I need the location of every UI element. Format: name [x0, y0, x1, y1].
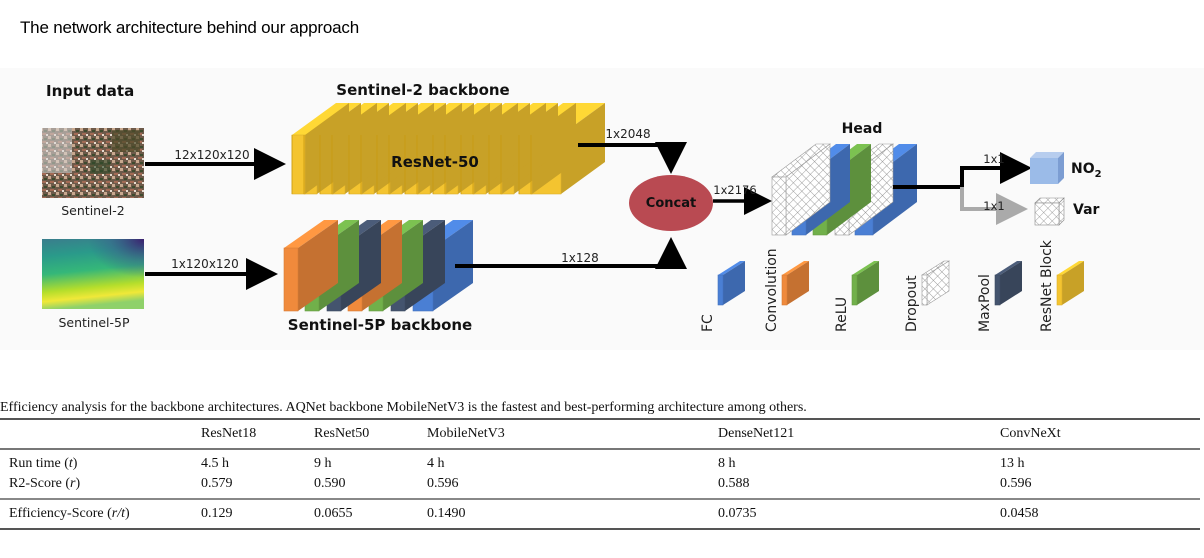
table-cell: 9 h: [314, 456, 332, 471]
sentinel-2-backbone-title: Sentinel-2 backbone: [336, 81, 509, 99]
efficiency-table: ResNet18 ResNet50 MobileNetV3 DenseNet12…: [0, 418, 1200, 530]
sentinel-5p-image: [42, 239, 144, 309]
table-cell: 0.588: [709, 473, 991, 500]
legend-swatch-maxpool: [994, 261, 1022, 306]
table-cell: 0.1490: [418, 499, 709, 530]
row-label-variable: r/t: [111, 506, 125, 521]
no2-label: NO2: [1071, 161, 1102, 180]
table-cell: 8 h: [718, 456, 736, 471]
sentinel-5p-backbone-title: Sentinel-5P backbone: [288, 316, 472, 334]
column-header: ResNet18: [192, 418, 305, 450]
sentinel-2-feature-arrow: [578, 142, 687, 174]
var-output-arrow: [960, 187, 1028, 225]
concat-output-dims: 1x2176: [713, 183, 756, 197]
legend-item: MaxPool: [977, 261, 1022, 332]
var-label: Var: [1073, 202, 1100, 218]
legend-item: ResNet Block: [1039, 239, 1084, 332]
page-title: The network architecture behind our appr…: [20, 18, 359, 37]
sentinel-2-dims-label: 12x120x120: [174, 148, 249, 162]
resnet-50-label: ResNet-50: [391, 153, 479, 171]
legend-swatch-fc: [717, 261, 745, 306]
legend-label: MaxPool: [977, 274, 993, 332]
sentinel-2-label: Sentinel-2: [61, 203, 124, 218]
legend-label: Dropout: [904, 275, 920, 332]
table-row: R2-Score (r) 0.579 0.590 0.596 0.588 0.5…: [0, 473, 1200, 500]
no2-label-main: NO: [1071, 161, 1095, 177]
table-header-row: ResNet18 ResNet50 MobileNetV3 DenseNet12…: [0, 418, 1200, 450]
legend-swatch-relu: [851, 261, 879, 306]
column-header: MobileNetV3: [418, 418, 709, 450]
row-label-text: R2-Score (: [9, 476, 71, 491]
resnet-block: [291, 103, 349, 195]
column-header-empty: [0, 418, 192, 450]
sentinel-2-feature-dims: 1x2048: [605, 127, 650, 141]
var-output-dims: 1x1: [983, 199, 1004, 213]
legend-item: FC: [700, 261, 745, 332]
no2-output-dims: 1x1: [983, 152, 1004, 166]
legend-label: ResNet Block: [1039, 239, 1055, 332]
no2-cube: [1030, 152, 1064, 184]
legend-swatch-convolution: [781, 261, 809, 306]
row-label-suffix: ): [72, 456, 78, 471]
dropout-layer: [771, 143, 831, 236]
no2-label-subscript: 2: [1095, 169, 1102, 180]
table-cell: 4.5 h: [201, 456, 229, 471]
table-cell: 0.0655: [305, 499, 418, 530]
sentinel-2-backbone-resnet-blocks: [291, 103, 605, 195]
convolution-layer: [283, 220, 338, 312]
table-cell: 0.596: [418, 473, 709, 500]
concat-node: [629, 175, 713, 231]
table-cell: 0.596: [991, 473, 1200, 500]
legend-swatch-resnet-block: [1056, 261, 1084, 306]
legend-item: Convolution: [764, 248, 809, 332]
legend-item: ReLU: [834, 261, 879, 332]
table-cell: 0.0458: [991, 499, 1200, 530]
head-layers: [771, 143, 917, 236]
row-label: Efficiency-Score (r/t): [0, 499, 192, 530]
row-label-text: Run time (: [9, 456, 69, 471]
table-caption: Efficiency analysis for the backbone arc…: [0, 400, 807, 415]
sentinel-5p-feature-dims: 1x128: [561, 251, 599, 265]
row-label: R2-Score (r): [0, 473, 192, 500]
sentinel-2-image: [42, 128, 144, 198]
no2-output-arrow: [893, 152, 1032, 189]
legend-label: FC: [700, 314, 716, 332]
column-header: ResNet50: [305, 418, 418, 450]
concat-label: Concat: [646, 196, 696, 211]
table-cell: 0.590: [305, 473, 418, 500]
table-cell: 0.0735: [709, 499, 991, 530]
sentinel-5p-dims-label: 1x120x120: [171, 257, 239, 271]
legend-item: Dropout: [904, 260, 951, 332]
legend-label: Convolution: [764, 248, 780, 332]
table-row: Run time (t) 4.5 h 9 h 4 h 8 h 13 h: [0, 449, 1200, 473]
table-row: Efficiency-Score (r/t) 0.129 0.0655 0.14…: [0, 499, 1200, 530]
sentinel-5p-backbone-layers: [283, 220, 473, 312]
row-label-text: Efficiency-Score (: [9, 506, 112, 521]
row-label: Run time (t): [0, 449, 192, 473]
table-cell: 0.129: [192, 499, 305, 530]
input-data-label: Input data: [46, 82, 134, 100]
sentinel-5p-label: Sentinel-5P: [58, 315, 129, 330]
legend-swatch-dropout: [920, 260, 951, 306]
head-title: Head: [842, 121, 883, 137]
var-cube: [1034, 197, 1065, 226]
row-label-variable: r: [70, 476, 76, 491]
legend-label: ReLU: [834, 297, 850, 332]
table-cell: 4 h: [427, 456, 445, 471]
table-cell: 0.579: [192, 473, 305, 500]
sentinel-5p-feature-arrow: [455, 237, 687, 269]
network-architecture-diagram: Input data Sentinel-2 Sentinel-5P 12x120…: [42, 81, 1102, 334]
column-header: DenseNet121: [709, 418, 991, 450]
column-header: ConvNeXt: [991, 418, 1200, 450]
table-cell: 13 h: [1000, 456, 1025, 471]
row-label-variable: t: [68, 456, 73, 471]
row-label-suffix: ): [124, 506, 130, 521]
row-label-suffix: ): [75, 476, 81, 491]
